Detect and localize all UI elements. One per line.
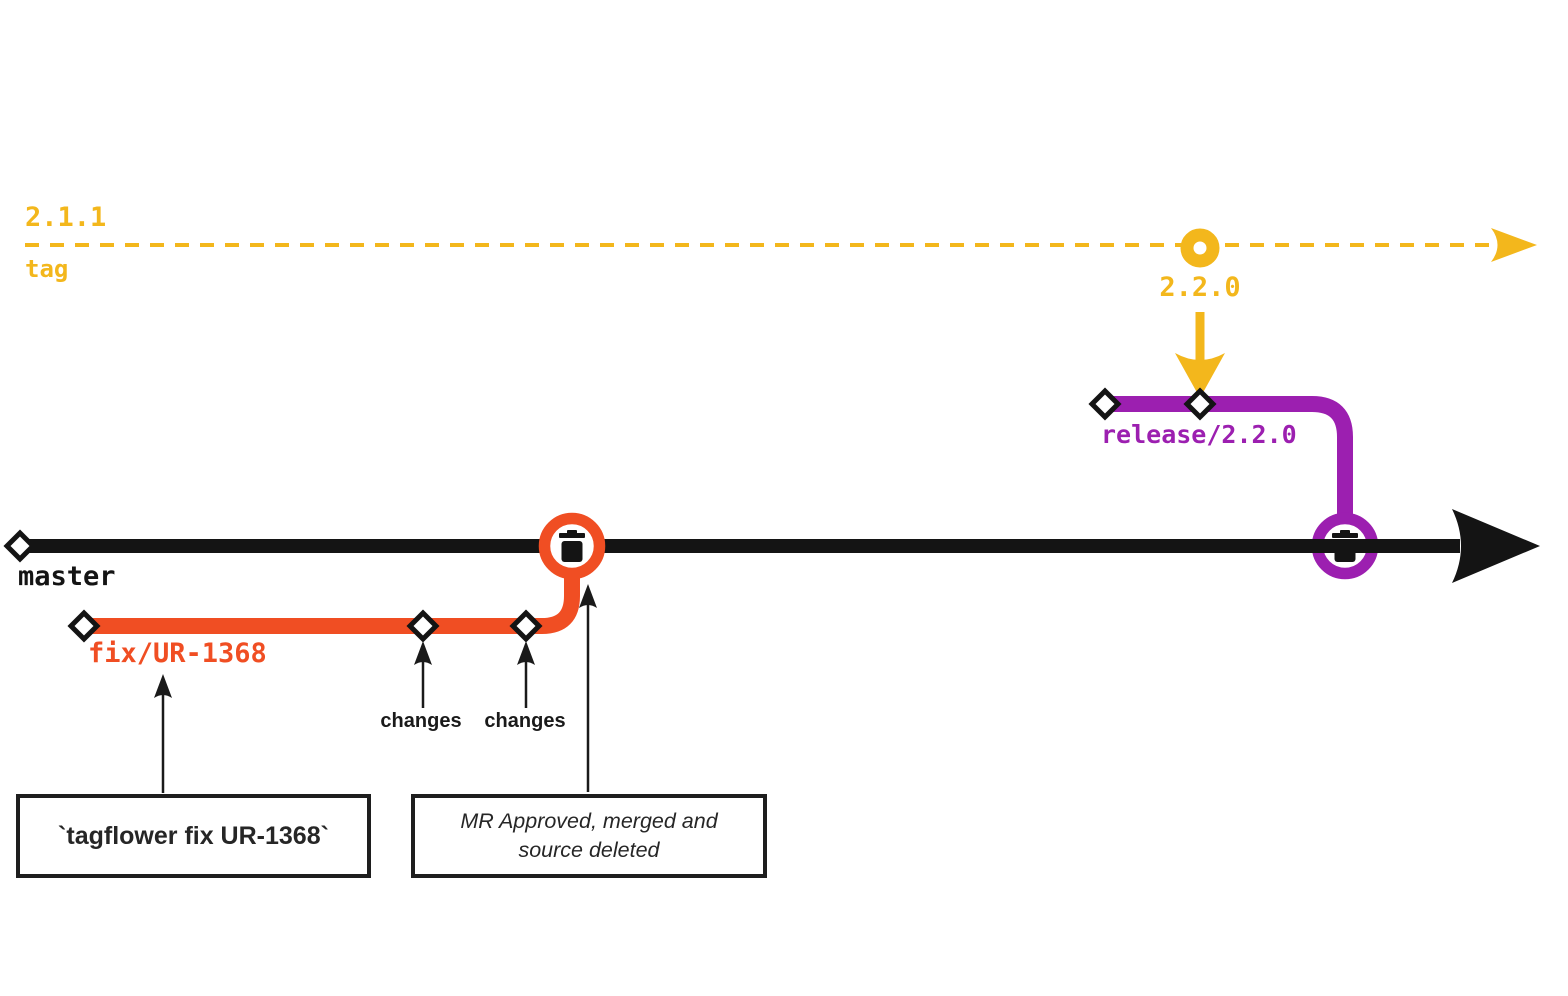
tag-lane-label: tag bbox=[25, 255, 69, 283]
trash-icon bbox=[1332, 530, 1358, 562]
changes-annotation-2: changes bbox=[484, 710, 566, 732]
arrowhead-changes-1 bbox=[414, 641, 432, 665]
commit-message-note-box: `tagflower fix UR-1368` bbox=[16, 794, 371, 878]
arrowhead-commit-message bbox=[154, 674, 172, 698]
arrowhead-mr-note bbox=[579, 584, 597, 608]
mr-approved-note-box: MR Approved, merged and source deleted bbox=[411, 794, 767, 878]
tag-arrow-shaft bbox=[1195, 312, 1205, 360]
master-branch-label: master bbox=[18, 561, 116, 592]
commit-message-note-text: `tagflower fix UR-1368` bbox=[58, 821, 329, 850]
tag-arrow-head bbox=[1175, 353, 1225, 398]
diamond-commit-icon-master-start bbox=[3, 529, 37, 563]
diamond-commit-icon-fix-change-2 bbox=[509, 609, 543, 643]
release-branch-label: release/2.2.0 bbox=[1101, 420, 1297, 449]
diamond-commit-icon-fix-start bbox=[67, 609, 101, 643]
tag-point-icon bbox=[1180, 228, 1220, 268]
tag-new-version-label: 2.2.0 bbox=[1159, 272, 1241, 303]
diamond-commit-icon-release-start bbox=[1088, 387, 1122, 421]
mr-approved-note-text: MR Approved, merged and source deleted bbox=[460, 808, 718, 862]
fix-branch-label: fix/UR-1368 bbox=[88, 638, 267, 669]
tag-timeline-arrowhead bbox=[1491, 228, 1537, 262]
release-branch-line bbox=[1105, 396, 1353, 517]
fix-branch-line bbox=[84, 578, 580, 634]
arrowhead-changes-2 bbox=[517, 641, 535, 665]
master-arrowhead bbox=[1452, 509, 1540, 583]
trash-icon bbox=[559, 530, 585, 562]
changes-annotation-1: changes bbox=[380, 710, 462, 732]
diamond-commit-icon-fix-change-1 bbox=[406, 609, 440, 643]
tag-previous-version-label: 2.1.1 bbox=[25, 202, 107, 233]
diamond-commit-icon-release-tagged bbox=[1183, 387, 1217, 421]
